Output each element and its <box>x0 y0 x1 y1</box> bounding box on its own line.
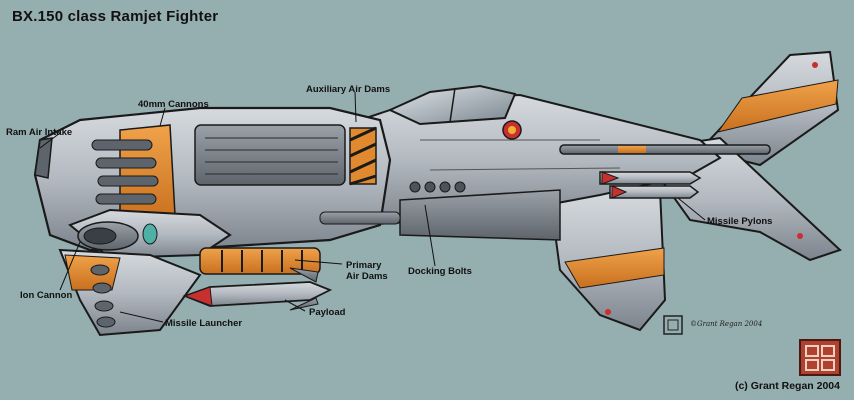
missile-launcher <box>58 248 202 337</box>
main-fuselage <box>359 93 722 241</box>
tail-fin <box>698 50 840 167</box>
label-missile-launcher: Missile Launcher <box>165 318 243 329</box>
copyright-notice: (c) Grant Regan 2004 <box>734 380 840 392</box>
label-docking-bolts: Docking Bolts <box>408 266 472 277</box>
artist-logo-stamp <box>799 339 841 376</box>
label-primary-air-dams-line1: Primary <box>346 260 382 271</box>
label-primary-air-dams: Primary Air Dams <box>346 260 388 282</box>
label-auxiliary-air-dams: Auxiliary Air Dams <box>306 84 391 95</box>
primary-air-dams <box>199 211 401 275</box>
missile-pylons <box>559 144 771 199</box>
lower-front-wing <box>548 188 667 332</box>
leader-lines <box>39 91 706 323</box>
payload-missile <box>182 267 333 311</box>
diagram-title: BX.150 class Ramjet Fighter <box>12 8 219 25</box>
insignia-emblem <box>502 120 522 140</box>
label-missile-pylons: Missile Pylons <box>707 216 773 227</box>
artist-signature: ©Grant Regan 2004 <box>690 320 763 328</box>
label-ram-air-intake: Ram Air Intake <box>6 127 73 138</box>
label-ion-cannon: Ion Cannon <box>20 290 73 301</box>
label-payload: Payload <box>309 307 346 318</box>
cockpit-canopy <box>387 84 517 126</box>
label-40mm-cannons: 40mm Cannons <box>138 99 209 110</box>
ion-cannon-pod <box>68 208 232 260</box>
label-primary-air-dams-line2: Air Dams <box>346 271 388 282</box>
artist-logo-small <box>663 315 683 335</box>
